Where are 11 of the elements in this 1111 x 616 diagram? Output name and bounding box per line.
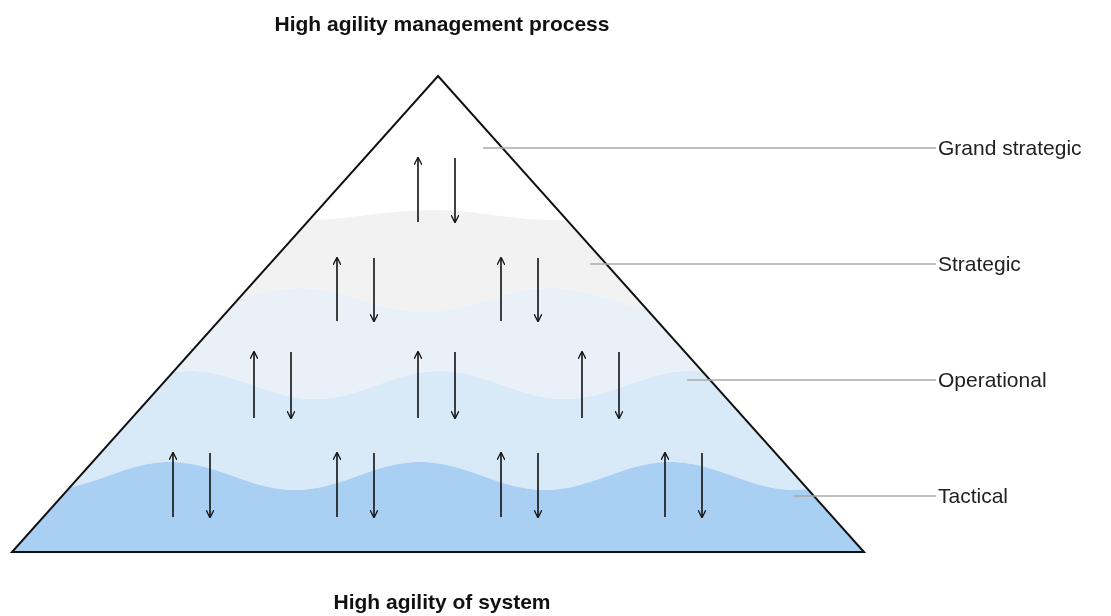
leader-line	[589, 263, 937, 265]
diagram-caption: High agility of system	[333, 590, 551, 614]
level-label: Operational	[938, 367, 1047, 393]
level-label: Grand strategic	[938, 135, 1082, 161]
leader-line	[482, 147, 937, 149]
leader-line	[686, 379, 937, 381]
level-label: Strategic	[938, 251, 1021, 277]
level-label: Tactical	[938, 483, 1009, 509]
diagram-title: High agility management process	[274, 12, 610, 36]
leader-line	[792, 495, 937, 497]
pyramid-drawing	[9, 74, 867, 553]
